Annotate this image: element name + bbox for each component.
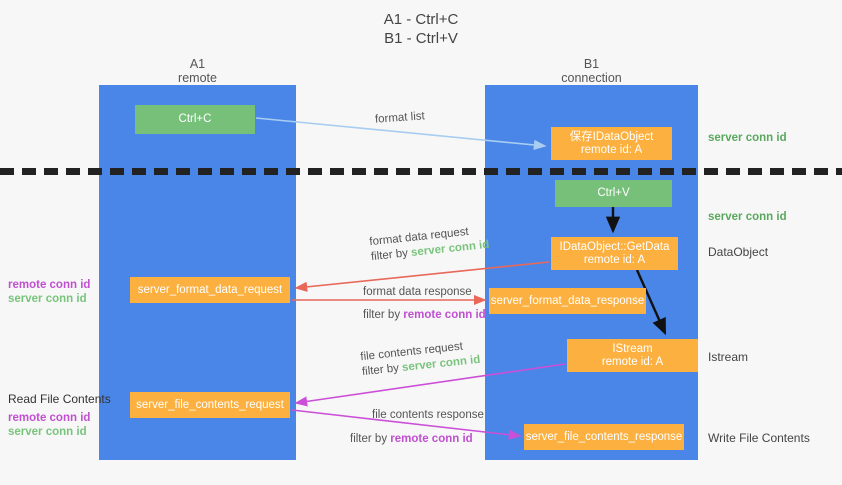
box-idataobject-getdata[interactable]: IDataObject::GetData remote id: A	[551, 237, 678, 270]
lane-header-b1: B1 connection	[485, 57, 698, 85]
label-dataobject: DataObject	[708, 245, 769, 259]
label-remote-conn-id-upper: remote conn id	[8, 279, 91, 291]
box-server-format-data-response[interactable]: server_format_data_response	[489, 288, 646, 314]
arrow-format-list	[255, 117, 547, 151]
label-write-file-contents: Write File Contents	[708, 431, 810, 445]
arrow-file-contents-request	[294, 363, 566, 407]
box-ctrl-c-label: Ctrl+C	[178, 113, 212, 125]
box-istream-line2: remote id: A	[601, 355, 664, 368]
box-istream[interactable]: IStream remote id: A	[567, 339, 698, 372]
arrow-label-file-contents-response-text: file contents response	[372, 409, 484, 421]
label-conn-ids-upper: remote conn id server conn id	[8, 278, 90, 306]
lane-a1-name: A1	[189, 57, 206, 71]
box-server-file-contents-request[interactable]: server_file_contents_request	[130, 392, 290, 418]
box-save-idataobject[interactable]: 保存IDataObject remote id: A	[551, 127, 672, 160]
lane-header-a1: A1 remote	[99, 57, 296, 85]
arrow-getdata-to-istream	[635, 269, 667, 336]
box-save-idataobject-line1: 保存IDataObject	[569, 130, 654, 143]
lane-b1-role: connection	[561, 71, 622, 85]
box-server-format-data-response-label: server_format_data_response	[490, 294, 645, 307]
box-istream-line1: IStream	[612, 342, 653, 355]
arrow-label-file-contents-response-filter: filter by remote conn id	[350, 433, 473, 445]
box-getdata-line1: IDataObject::GetData	[559, 240, 670, 253]
box-ctrl-c[interactable]: Ctrl+C	[135, 105, 255, 134]
dashed-divider-line	[0, 168, 842, 175]
box-server-file-contents-request-label: server_file_contents_request	[136, 398, 284, 411]
box-save-idataobject-line2: remote id: A	[580, 143, 643, 156]
arrow-label-format-data-response: format data response filter by remote co…	[363, 285, 486, 323]
box-server-format-data-request-label: server_format_data_request	[137, 283, 283, 296]
lane-a1-role: remote	[178, 71, 217, 85]
label-server-conn-id-lower: server conn id	[8, 426, 87, 438]
box-server-format-data-request[interactable]: server_format_data_request	[130, 277, 290, 303]
diagram-title: A1 - Ctrl+C B1 - Ctrl+V	[0, 10, 842, 48]
box-server-file-contents-response[interactable]: server_file_contents_response	[524, 424, 684, 450]
label-conn-ids-lower: remote conn id server conn id	[8, 411, 90, 439]
label-server-conn-id-upper: server conn id	[8, 293, 87, 305]
arrow-label-format-data-response-text: format data response	[363, 286, 472, 298]
title-line-1: A1 - Ctrl+C	[383, 11, 459, 28]
box-getdata-line2: remote id: A	[583, 253, 646, 266]
label-istream: Istream	[708, 350, 749, 364]
arrow-label-file-contents-response: file contents response filter by remote …	[350, 408, 484, 447]
box-ctrl-v[interactable]: Ctrl+V	[555, 180, 672, 207]
box-ctrl-v-label: Ctrl+V	[597, 187, 630, 199]
label-server-conn-id-top: server conn id	[708, 132, 787, 144]
lane-b1-name: B1	[583, 57, 600, 71]
label-remote-conn-id-lower: remote conn id	[8, 412, 91, 424]
arrow-file-contents-response	[291, 409, 522, 440]
arrow-label-format-data-response-filter: filter by remote conn id	[363, 309, 486, 321]
label-server-conn-id-second: server conn id	[708, 211, 787, 223]
label-read-file-contents: Read File Contents	[8, 392, 111, 406]
box-server-file-contents-response-label: server_file_contents_response	[525, 430, 683, 443]
title-line-2: B1 - Ctrl+V	[384, 30, 458, 47]
arrow-format-data-request	[294, 261, 550, 292]
